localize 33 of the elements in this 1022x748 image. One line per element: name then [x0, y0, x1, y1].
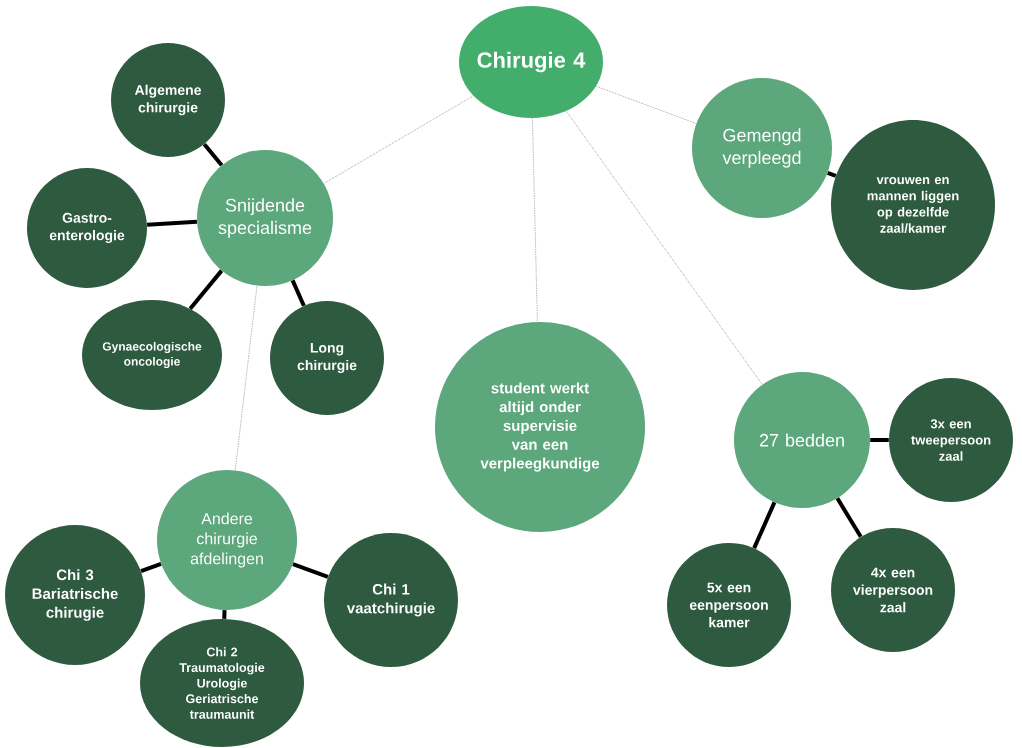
- circle-node: Long chirurgie: [270, 301, 384, 415]
- circle-node: student werkt altijd onder supervisie van een verpleegkundige: [435, 322, 645, 532]
- connector-line: [292, 562, 329, 579]
- connector-line: [147, 219, 198, 227]
- connector-line: [752, 501, 777, 549]
- circle-node: vrouwen en mannen liggen op dezelfde zaal/kamer: [831, 120, 995, 290]
- dotted-line: [565, 110, 763, 385]
- circle-node: 3x een tweepersoon zaal: [889, 378, 1013, 502]
- dotted-line: [532, 117, 538, 323]
- connector-line: [222, 610, 227, 619]
- circle-node: Gemengd verpleegd: [692, 78, 832, 218]
- connector-line: [202, 142, 224, 167]
- circle-node: Chi 3 Bariatrische chirugie: [5, 525, 145, 665]
- connector-line: [835, 497, 863, 538]
- circle-node: Chi 2 Traumatologie Urologie Geriatrische traumaunit: [140, 619, 304, 747]
- circle-node: Snijdende specialisme: [197, 150, 333, 286]
- connector-line: [140, 562, 162, 573]
- connector-line: [870, 438, 889, 442]
- circle-node: Chi 1 vaatchirugie: [324, 533, 458, 667]
- dotted-line: [323, 95, 474, 184]
- circle-node: Gynaecologische oncologie: [82, 300, 222, 410]
- connector-line: [290, 279, 306, 307]
- circle-node: Gastro- enterologie: [27, 168, 147, 288]
- dotted-line: [234, 285, 258, 471]
- circle-node: Andere chirurgie afdelingen: [157, 470, 297, 610]
- connector-line: [188, 269, 224, 310]
- circle-node: Chirugie 4: [459, 6, 603, 118]
- circle-node: Algemene chirurgie: [111, 43, 225, 157]
- connector-line: [826, 170, 837, 178]
- dotted-line: [595, 85, 697, 124]
- circle-node: 27 bedden: [734, 372, 870, 508]
- circle-node: 4x een vierpersoon zaal: [831, 528, 955, 652]
- circle-node: 5x een eenpersoon kamer: [667, 543, 791, 667]
